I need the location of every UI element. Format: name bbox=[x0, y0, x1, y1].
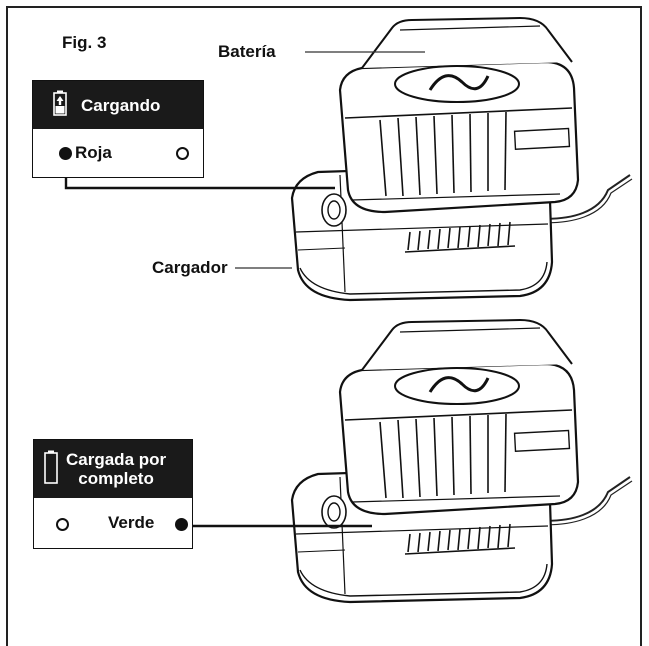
charged-status-title: Cargada por completo bbox=[66, 450, 166, 488]
battery-callout: Batería bbox=[218, 42, 276, 61]
charged-led-row: Verde bbox=[34, 498, 192, 548]
charging-led-row: Roja bbox=[33, 129, 203, 177]
green-led-label: Verde bbox=[108, 513, 155, 532]
charged-status-box: Cargada por completo Verde bbox=[33, 439, 193, 549]
charging-status-header: Cargando bbox=[33, 81, 203, 129]
charged-title-line1: Cargada por bbox=[66, 450, 167, 469]
charger-callout: Cargador bbox=[152, 258, 228, 277]
red-led-indicator-off bbox=[56, 518, 69, 531]
charged-title-line2: completo bbox=[78, 469, 154, 488]
battery-charging-icon bbox=[53, 90, 67, 121]
green-led-indicator bbox=[176, 147, 189, 160]
battery-full-icon bbox=[44, 450, 58, 489]
figure-label: Fig. 3 bbox=[62, 33, 107, 52]
red-led-label: Roja bbox=[75, 143, 112, 162]
charging-status-box: Cargando Roja bbox=[32, 80, 204, 178]
green-led-indicator-on bbox=[175, 518, 188, 531]
red-led-indicator bbox=[59, 147, 72, 160]
charged-status-header: Cargada por completo bbox=[34, 440, 192, 498]
figure-frame bbox=[6, 6, 642, 646]
charging-status-title: Cargando bbox=[81, 95, 161, 115]
